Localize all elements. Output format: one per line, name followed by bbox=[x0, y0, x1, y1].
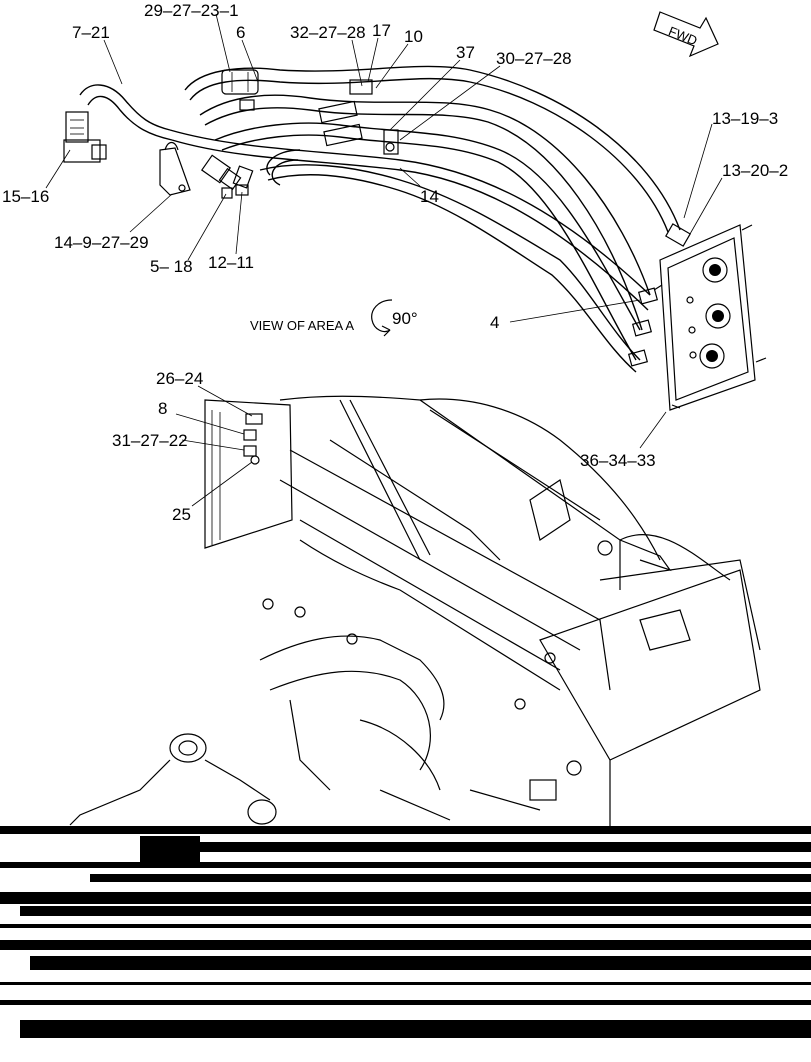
fittings-cluster bbox=[200, 154, 254, 199]
callout-17: 17 bbox=[372, 21, 391, 40]
callout-14: 14 bbox=[420, 187, 439, 206]
rotation-label: 90° bbox=[392, 309, 418, 328]
callout-15-16: 15–16 bbox=[2, 187, 49, 206]
callout-8: 8 bbox=[158, 399, 167, 418]
callout-13-19-3: 13–19–3 bbox=[712, 109, 778, 128]
elbow-fitting bbox=[63, 111, 107, 163]
callout-26-24: 26–24 bbox=[156, 369, 203, 388]
callout-29-27-23-1: 29–27–23–1 bbox=[144, 1, 239, 20]
callout-labels: 7–21 29–27–23–1 6 32–27–28 17 10 37 30–2… bbox=[2, 1, 788, 524]
hose-clamp bbox=[221, 69, 259, 111]
callout-4: 4 bbox=[490, 313, 499, 332]
scan-artifact-bands bbox=[0, 826, 811, 1038]
clamp-group bbox=[318, 79, 399, 155]
callout-31-27-22: 31–27–22 bbox=[112, 431, 188, 450]
callout-25: 25 bbox=[172, 505, 191, 524]
forward-label: FWD bbox=[666, 23, 699, 48]
view-label: VIEW OF AREA A bbox=[250, 318, 354, 333]
callout-37: 37 bbox=[456, 43, 475, 62]
callout-14-9-27-29: 14–9–27–29 bbox=[54, 233, 149, 252]
callout-10: 10 bbox=[404, 27, 423, 46]
bulkhead-plate bbox=[627, 223, 767, 411]
callout-12-11: 12–11 bbox=[208, 253, 254, 272]
callout-5-18: 5– 18 bbox=[150, 257, 193, 276]
callout-7-21: 7–21 bbox=[72, 23, 110, 42]
bracket bbox=[159, 141, 191, 196]
callout-36-34-33: 36–34–33 bbox=[580, 451, 656, 470]
machine-frame bbox=[69, 395, 761, 830]
callout-32-27-28: 32–27–28 bbox=[290, 23, 366, 42]
callout-13-20-2: 13–20–2 bbox=[722, 161, 788, 180]
callout-6: 6 bbox=[236, 23, 245, 42]
hose-assembly: FWD VIEW OF AREA A 90° bbox=[63, 11, 767, 411]
rotation-arrow-icon bbox=[371, 299, 393, 337]
leader-lines bbox=[45, 13, 723, 507]
callout-30-27-28: 30–27–28 bbox=[496, 49, 572, 68]
forward-arrow-icon: FWD bbox=[653, 11, 719, 58]
